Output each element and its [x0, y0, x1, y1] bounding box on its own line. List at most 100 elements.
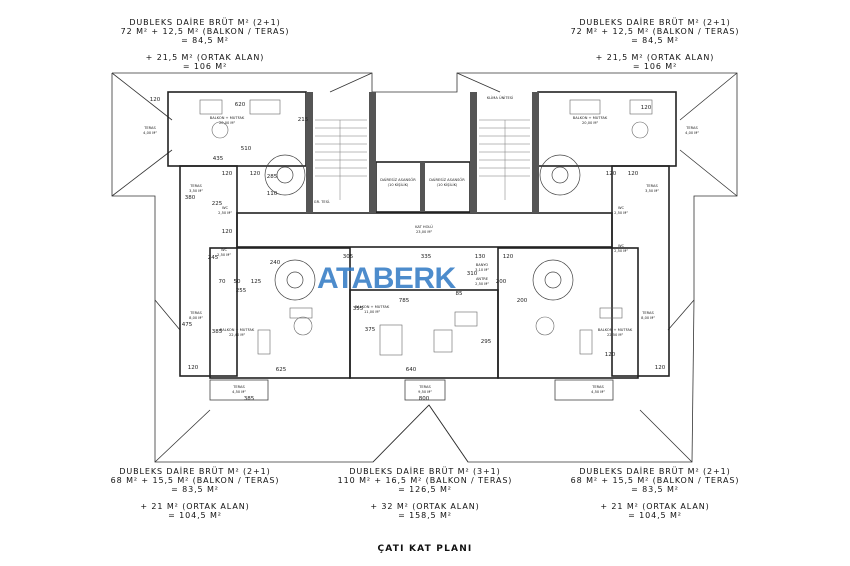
dimension: 255 [236, 288, 247, 294]
room-area: 3,50 M² [189, 189, 203, 193]
dimension: 70 [219, 279, 226, 285]
unit-subtotal: = 84,5 M² [631, 36, 679, 45]
dimension: 240 [270, 260, 281, 266]
room-label: TERAS [641, 311, 654, 315]
room-label: TERAS [189, 311, 202, 315]
dimension: 200 [496, 279, 507, 285]
dimension: 355 [353, 306, 364, 312]
room-label: TERAS [645, 184, 658, 188]
dimension: 120 [503, 254, 514, 260]
room-area: 20,00 M² [219, 121, 236, 125]
unit-areas: 68 M² + 15,5 M² (BALKON / TERAS) [110, 476, 280, 485]
room-label: TERAS [591, 385, 604, 389]
unit-type: DUBLEKS DAİRE BRÜT M² (2+1) [579, 18, 731, 27]
dimension: 800 [419, 396, 430, 402]
room-area: 9,50 M² [418, 390, 432, 394]
dimension: 375 [365, 327, 376, 333]
dimension: 385 [212, 329, 223, 335]
room-label: BANYO [476, 263, 489, 267]
unit-common-area: + 21,5 M² (ORTAK ALAN) [595, 53, 715, 62]
unit-type: DUBLEKS DAİRE BRÜT M² (2+1) [579, 467, 731, 476]
dimension-labels: 120 620 435 215 510 285 110 120 120 380 … [150, 97, 666, 402]
dimension: 285 [267, 174, 278, 180]
dimension: 310 [467, 271, 478, 277]
room-label: WC [221, 248, 228, 252]
dimension: 130 [475, 254, 486, 260]
room-label: TERAS [232, 385, 245, 389]
dimension: 625 [276, 367, 287, 373]
unit-label-top-left: DUBLEKS DAİRE BRÜT M² (2+1) 72 M² + 12,5… [95, 18, 315, 71]
dimension: 120 [655, 365, 666, 371]
unit-areas: 72 M² + 12,5 M² (BALKON / TERAS) [570, 27, 740, 36]
unit-areas: 68 M² + 15,5 M² (BALKON / TERAS) [570, 476, 740, 485]
dimension: 380 [185, 195, 196, 201]
stair-treads [315, 119, 530, 200]
unit-type: DUBLEKS DAİRE BRÜT M² (2+1) [129, 18, 281, 27]
dimension: 385 [244, 396, 255, 402]
room-area: 20,00 M² [582, 121, 599, 125]
unit-areas: 110 M² + 16,5 M² (BALKON / TERAS) [337, 476, 513, 485]
furniture [199, 99, 653, 356]
unit-common-area: + 21 M² (ORTAK ALAN) [600, 502, 710, 511]
room-area: 3,10 M² [475, 268, 489, 272]
dimension: 120 [188, 365, 199, 371]
room-label: BALKON + MUTFAK [220, 328, 255, 332]
dimension: 120 [150, 97, 161, 103]
dimension: 225 [212, 201, 223, 207]
room-label: KLİMA ÜNİTESİ [487, 95, 513, 100]
room-area: 3,50 M² [645, 189, 659, 193]
dimension: 510 [241, 146, 252, 152]
room-area: 22,50 M² [607, 333, 624, 337]
room-area: 8,00 M² [189, 316, 203, 320]
room-label: DAİRESİZ ASANSÖR [380, 177, 416, 182]
dimension: 50 [234, 279, 241, 285]
room-label: BALKON + MUTFAK [210, 116, 245, 120]
room-label: BALKON + MUTFAK [598, 328, 633, 332]
dimension: 120 [605, 352, 616, 358]
dimension: 85 [456, 291, 463, 297]
unit-subtotal: = 83,5 M² [171, 485, 219, 494]
dimension: 200 [517, 298, 528, 304]
room-label: KAT HOLÜ [415, 224, 433, 229]
room-area: 23,00 M² [416, 230, 433, 234]
unit-label-top-right: DUBLEKS DAİRE BRÜT M² (2+1) 72 M² + 12,5… [545, 18, 765, 71]
room-area: 8,00 M² [641, 316, 655, 320]
room-area: 2,50 M² [217, 253, 231, 257]
unit-type: DUBLEKS DAİRE BRÜT M² (2+1) [119, 467, 271, 476]
unit-label-bottom-center: DUBLEKS DAİRE BRÜT M² (3+1) 110 M² + 16,… [315, 467, 535, 520]
dimension: 475 [182, 322, 193, 328]
unit-areas: 72 M² + 12,5 M² (BALKON / TERAS) [120, 27, 290, 36]
stair-walls [306, 92, 539, 213]
dimension: 335 [421, 254, 432, 260]
room-label: TERAS [418, 385, 431, 389]
unit-type: DUBLEKS DAİRE BRÜT M² (3+1) [349, 467, 501, 476]
room-label: GR. TESİ. [314, 199, 330, 204]
room-area: 2,50 M² [614, 249, 628, 253]
dimension: 120 [628, 171, 639, 177]
unit-subtotal: = 83,5 M² [631, 485, 679, 494]
room-area: 2,50 M² [218, 211, 232, 215]
room-area: 22,40 M² [229, 333, 246, 337]
room-caption: (10 KİŞİLİK) [437, 182, 458, 187]
unit-label-bottom-right: DUBLEKS DAİRE BRÜT M² (2+1) 68 M² + 15,5… [545, 467, 765, 520]
unit-total: = 106 M² [632, 62, 678, 71]
unit-common-area: + 21 M² (ORTAK ALAN) [140, 502, 250, 511]
spiral-stairs [264, 154, 581, 301]
unit-common-area: + 32 M² (ORTAK ALAN) [370, 502, 480, 511]
dimension: 295 [481, 339, 492, 345]
dimension: 215 [298, 117, 309, 123]
room-area: 4,50 M² [591, 390, 605, 394]
unit-total: = 158,5 M² [398, 511, 452, 520]
room-area: 2,50 M² [614, 211, 628, 215]
roof-outline [111, 72, 738, 463]
unit-total: = 104,5 M² [168, 511, 222, 520]
plan-title: ÇATI KAT PLANI [377, 544, 473, 554]
dimension: 120 [641, 105, 652, 111]
room-label: BALKON + MUTFAK [573, 116, 608, 120]
terraces [209, 379, 614, 401]
unit-subtotal: = 126,5 M² [398, 485, 452, 494]
unit-common-area: + 21,5 M² (ORTAK ALAN) [145, 53, 265, 62]
room-label: BALKON + MUTFAK [355, 305, 390, 309]
dimension: 620 [235, 102, 246, 108]
room-label: WC [618, 244, 625, 248]
